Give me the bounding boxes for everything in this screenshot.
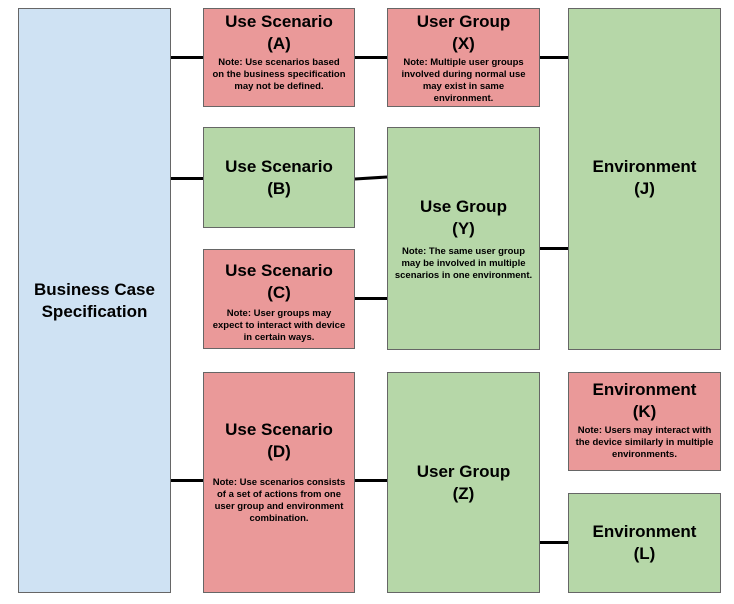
environment-k-note: Note: Users may interact with the device…: [575, 425, 714, 460]
use-group-y-title: Use Group: [420, 196, 507, 216]
use-scenario-a-id: (A): [267, 34, 291, 53]
user-group-z-title: User Group: [416, 461, 511, 481]
business-case-specification-box: Business Case Specification: [18, 8, 171, 593]
use-scenario-a-box: Use Scenario (A) Note: Use scenarios bas…: [203, 8, 355, 107]
connector-c-y: [355, 297, 387, 300]
connector-z-l: [540, 541, 568, 544]
connector-y-j: [540, 247, 568, 250]
environment-j-title: Environment: [592, 157, 697, 176]
use-scenario-d-id: (D): [267, 442, 291, 461]
connector-a-x: [355, 56, 387, 59]
use-scenario-c-id: (C): [267, 283, 291, 302]
use-scenario-c-title: Use Scenario: [225, 261, 333, 280]
environment-k-id: (K): [632, 402, 657, 421]
user-group-x-id: (X): [452, 34, 475, 53]
environment-l-title: Environment: [592, 522, 697, 541]
business-case-title-line2: Specification: [41, 301, 148, 321]
use-scenario-a-title: Use Scenario: [225, 12, 333, 31]
use-group-y-id: (Y): [452, 218, 475, 238]
connector-d-z: [355, 479, 387, 482]
use-scenario-c-note: Note: User groups may expect to interact…: [212, 308, 346, 343]
environment-k-title: Environment: [592, 380, 697, 399]
environment-l-id: (L): [633, 544, 656, 563]
use-group-y-note: Note: The same user group may be involve…: [394, 245, 533, 281]
connector-bcs-b: [171, 177, 203, 180]
use-scenario-d-note: Note: Use scenarios consists of a set of…: [212, 477, 346, 524]
environment-j-id: (J): [634, 179, 655, 198]
user-group-x-box: User Group (X) Note: Multiple user group…: [387, 8, 540, 107]
connector-bcs-a: [171, 56, 203, 59]
business-case-title-line1: Business Case: [34, 279, 155, 299]
use-scenario-a-note: Note: Use scenarios based on the busines…: [212, 57, 346, 92]
user-group-z-id: (Z): [452, 483, 475, 503]
use-scenario-c-box: Use Scenario (C) Note: User groups may e…: [203, 249, 355, 349]
environment-k-box: Environment (K) Note: Users may interact…: [568, 372, 721, 471]
connector-x-j: [540, 56, 568, 59]
use-group-y-box: Use Group (Y) Note: The same user group …: [387, 127, 540, 350]
user-group-x-title: User Group: [416, 12, 511, 31]
use-scenario-b-id: (B): [267, 178, 291, 198]
environment-j-box: Environment (J): [568, 8, 721, 350]
use-scenario-d-title: Use Scenario: [225, 420, 333, 439]
use-scenario-d-box: Use Scenario (D) Note: Use scenarios con…: [203, 372, 355, 593]
user-group-z-box: User Group (Z): [387, 372, 540, 593]
use-scenario-b-title: Use Scenario: [225, 156, 333, 176]
connector-bcs-d: [171, 479, 203, 482]
user-group-x-note: Note: Multiple user groups involved duri…: [401, 57, 526, 104]
environment-l-box: Environment (L): [568, 493, 721, 593]
use-scenario-b-box: Use Scenario (B): [203, 127, 355, 228]
